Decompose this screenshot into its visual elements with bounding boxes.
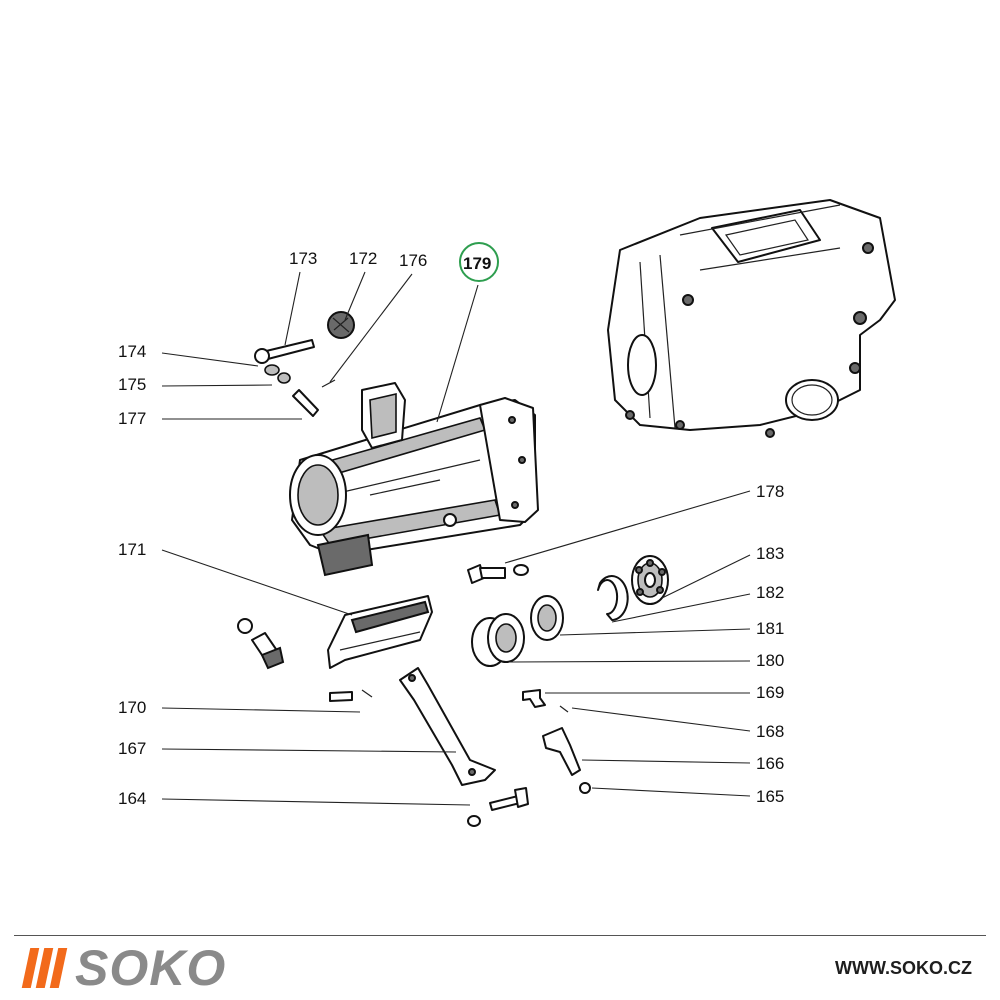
part-label-167: 167 xyxy=(118,739,146,758)
part-label-177: 177 xyxy=(118,409,146,428)
bolt-178-illustration xyxy=(467,564,529,584)
part-label-171: 171 xyxy=(118,540,146,559)
shift-rod-parts-illustration xyxy=(254,311,355,417)
part-label-165: 165 xyxy=(756,787,784,806)
part-label-181: 181 xyxy=(756,619,784,638)
part-label-180: 180 xyxy=(756,651,784,670)
bolt-164-illustration xyxy=(467,787,529,827)
part-label-172: 172 xyxy=(349,249,377,268)
exploded-parts-diagram: 173 172 176 179 174 175 177 178 171 183 … xyxy=(118,199,896,827)
part-label-173: 173 xyxy=(289,249,317,268)
part-label-179-highlighted[interactable]: 179 xyxy=(463,254,491,273)
logo-stripe xyxy=(49,948,68,988)
fork-parts-illustration xyxy=(522,689,591,794)
lever-167-illustration xyxy=(399,667,496,786)
logo-stripes-icon xyxy=(21,948,68,988)
part-label-168: 168 xyxy=(756,722,784,741)
gearbox-housing-illustration xyxy=(607,199,896,438)
part-label-176: 176 xyxy=(399,251,427,270)
soko-logo[interactable]: SOKO xyxy=(21,940,227,996)
part-label-174: 174 xyxy=(118,342,146,361)
cover-171-illustration xyxy=(237,595,433,702)
part-label-178: 178 xyxy=(756,482,784,501)
part-label-175: 175 xyxy=(118,375,146,394)
part-label-169: 169 xyxy=(756,683,784,702)
footer-divider xyxy=(14,935,986,936)
part-label-166: 166 xyxy=(756,754,784,773)
part-label-170: 170 xyxy=(118,698,146,717)
part-label-182: 182 xyxy=(756,583,784,602)
highlight-ring-179 xyxy=(459,242,499,282)
website-link[interactable]: WWW.SOKO.CZ xyxy=(835,958,972,978)
brand-name: SOKO xyxy=(75,940,227,996)
leader-lines xyxy=(161,271,751,806)
part-label-164: 164 xyxy=(118,789,146,808)
part-label-183: 183 xyxy=(756,544,784,563)
main-housing-179-illustration xyxy=(289,382,539,577)
bearing-assembly-illustration xyxy=(471,555,669,667)
